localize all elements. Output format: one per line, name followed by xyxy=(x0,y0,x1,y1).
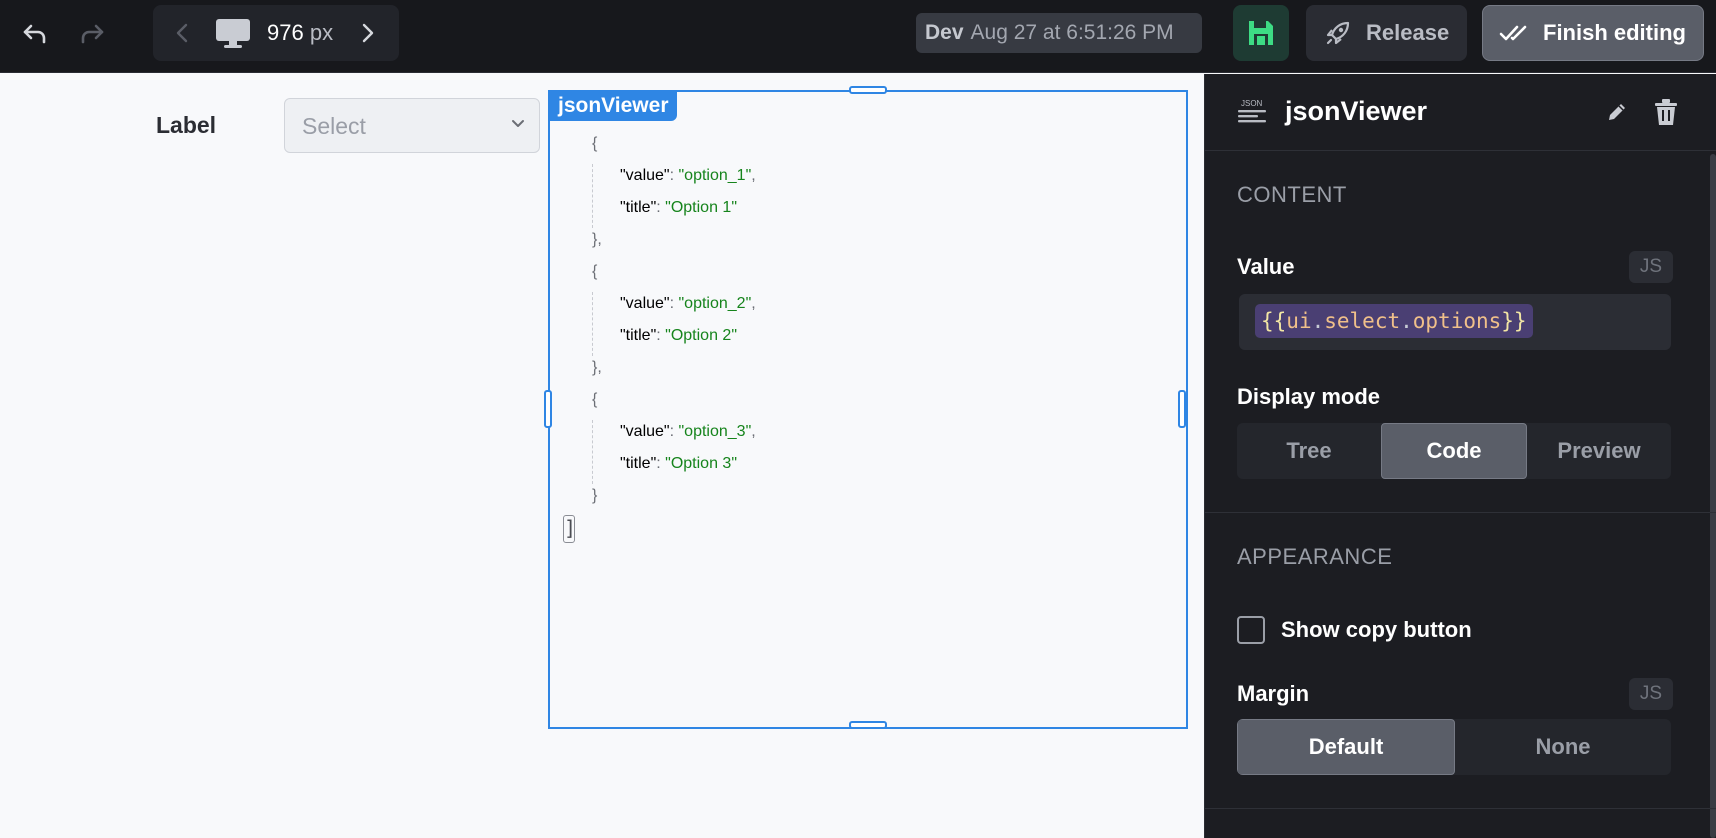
code-line: } xyxy=(592,487,598,504)
json-string: "option_2" xyxy=(678,295,752,312)
last-saved-timestamp: Aug 27 at 6:51:26 PM xyxy=(970,21,1174,44)
chevron-down-icon xyxy=(512,120,524,127)
resize-handle-top[interactable] xyxy=(849,86,887,94)
code-line: "value": "option_2", xyxy=(620,295,756,312)
json-string: "Option 1" xyxy=(665,199,737,216)
desktop-monitor-icon xyxy=(216,19,250,48)
show-copy-button-label: Show copy button xyxy=(1281,617,1472,642)
next-viewport-button[interactable] xyxy=(353,18,383,48)
release-button[interactable]: Release xyxy=(1306,5,1467,61)
json-component-icon: JSON xyxy=(1237,98,1269,131)
code-line: }, xyxy=(592,231,602,248)
binding-dot: . xyxy=(1400,309,1413,333)
save-button[interactable] xyxy=(1233,5,1289,61)
panel-scrollbar[interactable] xyxy=(1710,154,1716,838)
section-divider xyxy=(1205,512,1716,513)
binding-property: select xyxy=(1324,309,1401,333)
code-line: }, xyxy=(592,359,602,376)
binding-object: ui xyxy=(1286,309,1312,333)
viewport-switcher: 976 px xyxy=(153,5,399,61)
pencil-icon[interactable] xyxy=(1605,100,1629,129)
json-key: "value" xyxy=(620,423,670,440)
json-key: "title" xyxy=(620,327,657,344)
component-title: jsonViewer xyxy=(1285,96,1428,126)
code-line: "title": "Option 2" xyxy=(620,327,737,344)
json-string: "option_3" xyxy=(678,423,752,440)
margin-none[interactable]: None xyxy=(1535,734,1591,759)
finish-editing-label: Finish editing xyxy=(1543,20,1686,45)
release-label: Release xyxy=(1366,20,1450,45)
code-line: "value": "option_1", xyxy=(620,167,756,184)
viewport-width-value: 976 xyxy=(267,20,304,45)
margin-segmented-control: Default None xyxy=(1237,719,1671,775)
chevron-left-icon xyxy=(176,23,188,43)
code-line: { xyxy=(592,391,598,408)
panel-header: JSON jsonViewer xyxy=(1205,74,1716,151)
binding-dot: . xyxy=(1311,309,1325,333)
value-label: Value xyxy=(1237,254,1295,279)
binding-close-braces: }} xyxy=(1501,309,1527,333)
editor-canvas: Label Select jsonViewer { "value": "opti… xyxy=(0,74,1204,838)
show-copy-button-checkbox[interactable] xyxy=(1237,616,1265,644)
indent-guide xyxy=(592,292,593,356)
code-line: "title": "Option 3" xyxy=(620,455,737,472)
margin-default[interactable]: Default xyxy=(1237,719,1455,775)
undo-icon[interactable] xyxy=(15,14,55,54)
select-field-label: Label xyxy=(156,112,217,138)
component-name-tag: jsonViewer xyxy=(550,91,677,121)
viewport-width-unit: px xyxy=(309,20,334,45)
display-mode-preview[interactable]: Preview xyxy=(1557,438,1641,463)
environment-name: Dev xyxy=(925,21,964,44)
json-key: "value" xyxy=(620,167,670,184)
margin-label: Margin xyxy=(1237,681,1310,706)
value-js-toggle[interactable]: JS xyxy=(1629,251,1673,283)
save-floppy-icon xyxy=(1249,21,1273,45)
value-expression-input[interactable]: {{ui.select.options}} xyxy=(1239,294,1671,350)
display-mode-tree[interactable]: Tree xyxy=(1286,438,1332,463)
finish-editing-button[interactable]: Finish editing xyxy=(1482,5,1704,61)
binding-property: options xyxy=(1412,309,1502,333)
json-key: "title" xyxy=(620,199,657,216)
margin-js-toggle[interactable]: JS xyxy=(1629,678,1673,710)
select-dropdown[interactable]: Select xyxy=(284,98,540,153)
array-close-bracket: ] xyxy=(563,515,576,543)
display-mode-label: Display mode xyxy=(1237,384,1381,409)
select-placeholder: Select xyxy=(302,113,366,139)
display-mode-segmented-control: Tree Code Preview xyxy=(1237,423,1671,479)
indent-guide xyxy=(592,420,593,484)
binding-open-braces: {{ xyxy=(1261,309,1287,333)
indent-guide xyxy=(592,164,593,228)
previous-viewport-button[interactable] xyxy=(167,18,197,48)
environment-status-badge[interactable]: Dev Aug 27 at 6:51:26 PM xyxy=(916,13,1202,53)
viewport-width-readout: 976 px xyxy=(267,20,333,46)
json-string: "option_1" xyxy=(678,167,752,184)
chevron-right-icon xyxy=(362,23,374,43)
code-line: { xyxy=(592,135,598,152)
appearance-section-title: APPEARANCE xyxy=(1237,544,1393,569)
top-toolbar: 976 px Dev Aug 27 at 6:51:26 PM Release … xyxy=(0,0,1716,73)
code-line: "title": "Option 1" xyxy=(620,199,737,216)
section-divider xyxy=(1205,808,1716,809)
double-check-icon xyxy=(1499,25,1527,41)
resize-handle-bottom[interactable] xyxy=(849,721,887,729)
json-string: "Option 2" xyxy=(665,327,737,344)
resize-handle-right[interactable] xyxy=(1178,390,1186,428)
value-binding-chip: {{ui.select.options}} xyxy=(1255,304,1533,338)
display-mode-code[interactable]: Code xyxy=(1381,423,1527,479)
json-key: "title" xyxy=(620,455,657,472)
resize-handle-left[interactable] xyxy=(544,390,552,428)
trash-icon[interactable] xyxy=(1653,98,1679,131)
json-icon-caption: JSON xyxy=(1241,99,1263,108)
code-line: { xyxy=(592,263,598,280)
json-string: "Option 3" xyxy=(665,455,737,472)
json-key: "value" xyxy=(620,295,670,312)
rocket-icon xyxy=(1326,21,1350,45)
code-line: "value": "option_3", xyxy=(620,423,756,440)
properties-panel: JSON jsonViewer CONTENT Value JS {{ui.se… xyxy=(1204,74,1716,838)
content-section-title: CONTENT xyxy=(1237,182,1347,207)
redo-icon[interactable] xyxy=(72,14,112,54)
